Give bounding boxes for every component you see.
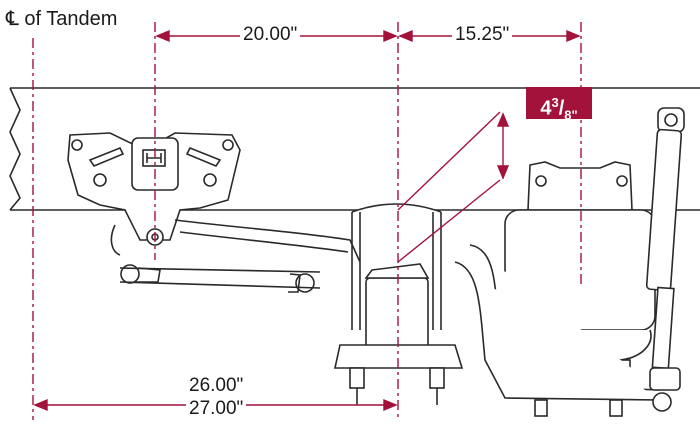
badge-whole: 4 [540, 97, 552, 120]
badge-numerator: 3 [551, 95, 559, 110]
centerline-tandem-label: ℄ of Tandem [6, 8, 118, 30]
dimension-20-label: 20.00" [240, 24, 301, 46]
ride-height-badge: 43/8" [526, 87, 592, 123]
shock-absorber [645, 107, 685, 412]
centerlines [32, 22, 582, 420]
dimension-1525-label: 15.25" [452, 24, 513, 46]
height-line-lower [397, 179, 501, 263]
height-line-upper [397, 111, 501, 211]
air-spring [454, 161, 661, 417]
dimension-26-label: 26.00" [186, 375, 247, 397]
axle-assembly [334, 203, 464, 405]
beam [119, 219, 361, 293]
badge-denominator: 8" [564, 107, 578, 123]
dimension-27-label: 27.00" [186, 398, 247, 420]
